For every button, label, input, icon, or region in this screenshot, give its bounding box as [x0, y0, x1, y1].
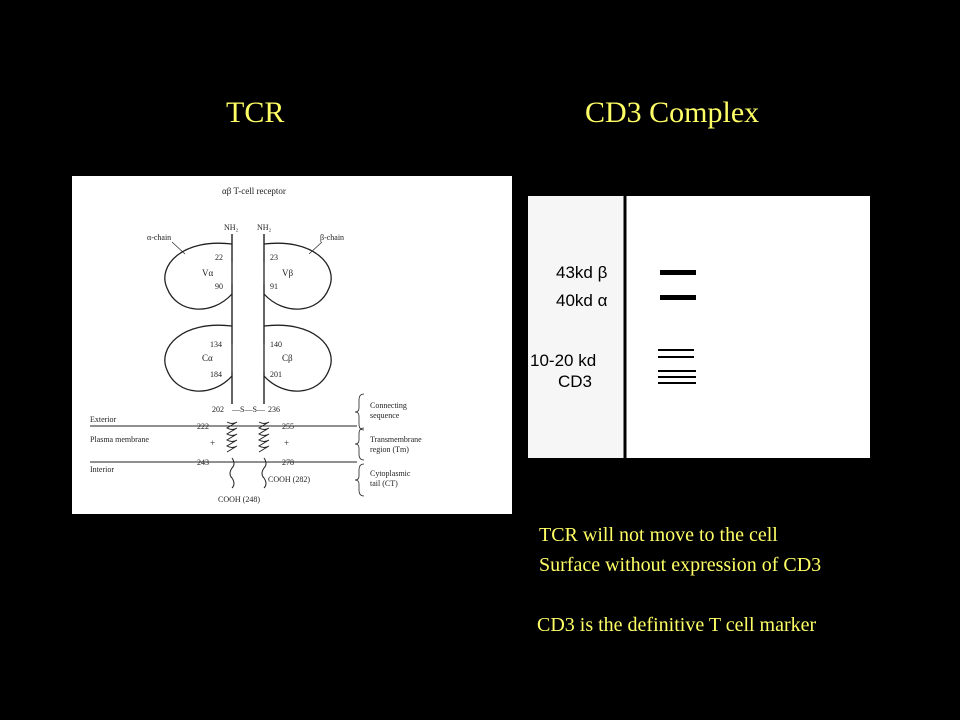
interchain-disulfide: —S—S—: [231, 405, 266, 414]
band-cd3-4: [658, 376, 696, 378]
band-43kd-beta: [660, 270, 696, 275]
band-cd3-3: [658, 370, 696, 372]
plus-right: +: [284, 438, 289, 448]
v-beta-domain: [263, 242, 332, 310]
nh2-left: NH₂: [224, 223, 239, 232]
c-beta-domain: [263, 324, 332, 392]
v-beta-label: Vβ: [282, 268, 293, 278]
residue-236: 236: [268, 405, 280, 414]
beta-chain-leader: [308, 241, 323, 255]
residue-201: 201: [270, 370, 282, 379]
beta-tm-coil: [258, 421, 270, 453]
cytoplasmic-label-2: tail (CT): [370, 479, 398, 488]
cytoplasmic-label-1: Cytoplasmic: [370, 469, 411, 478]
label-10-20kd: 10-20 kd: [530, 351, 596, 370]
residue-91: 91: [270, 282, 278, 291]
caption-line-2: Surface without expression of CD3: [539, 554, 822, 576]
residue-202: 202: [212, 405, 224, 414]
connecting-label-1: Connecting: [370, 401, 407, 410]
residue-278: 278: [282, 458, 294, 467]
c-alpha-label: Cα: [202, 353, 213, 363]
exterior-label: Exterior: [90, 415, 117, 424]
c-beta-label: Cβ: [282, 353, 293, 363]
c-alpha-domain: [164, 324, 233, 392]
cd3-band-ladder: [658, 349, 696, 384]
bracket-cytoplasmic: [354, 463, 365, 497]
plasma-membrane-label: Plasma membrane: [90, 435, 149, 444]
v-alpha-domain: [164, 242, 233, 310]
bracket-connecting: [354, 393, 365, 431]
caption-line-1: TCR will not move to the cell: [539, 524, 778, 546]
transmembrane-label-1: Transmembrane: [370, 435, 422, 444]
beta-chain-label: β-chain: [320, 233, 344, 242]
disulfide-marks: [231, 262, 265, 372]
gel-svg: 43kd β 40kd α 10-20 kd CD3: [528, 196, 696, 458]
cooh-248: COOH (248): [218, 495, 260, 504]
connecting-label-2: sequence: [370, 411, 400, 420]
label-43kd-beta: 43kd β: [556, 263, 608, 282]
alpha-tm-coil: [226, 421, 238, 453]
residue-90: 90: [215, 282, 223, 291]
residue-184: 184: [210, 370, 222, 379]
title-tcr: TCR: [226, 96, 285, 129]
caption-cd3-marker: CD3 is the definitive T cell marker: [537, 614, 817, 636]
residue-243: 243: [197, 458, 209, 467]
plus-left: +: [210, 438, 215, 448]
alpha-chain-leader: [171, 241, 186, 255]
band-cd3-5: [658, 382, 696, 384]
transmembrane-label-2: region (Tm): [370, 445, 409, 454]
interior-label: Interior: [90, 465, 114, 474]
bracket-transmembrane: [354, 427, 365, 461]
cooh-282: COOH (282): [268, 475, 310, 484]
tcr-diagram-svg: αβ T-cell receptor α-chain β-chain NH₂ N…: [90, 186, 422, 504]
diagram-heading: αβ T-cell receptor: [222, 186, 286, 196]
residue-255: 255: [282, 422, 294, 431]
v-alpha-label: Vα: [202, 268, 213, 278]
nh2-right: NH₂: [257, 223, 272, 232]
cd3-gel-image: 43kd β 40kd α 10-20 kd CD3: [528, 196, 870, 458]
residue-23: 23: [270, 253, 278, 262]
band-cd3-2: [658, 356, 694, 358]
residue-22: 22: [215, 253, 223, 262]
residue-140: 140: [270, 340, 282, 349]
band-40kd-alpha: [660, 295, 696, 300]
title-cd3-complex: CD3 Complex: [585, 96, 760, 129]
residue-134: 134: [210, 340, 222, 349]
tcr-structure-diagram: αβ T-cell receptor α-chain β-chain NH₂ N…: [72, 176, 512, 514]
band-cd3-1: [658, 349, 694, 351]
alpha-tail: [229, 457, 235, 489]
alpha-chain-label: α-chain: [147, 233, 171, 242]
residue-222: 222: [197, 422, 209, 431]
gel-marker-lane: [528, 196, 624, 458]
label-40kd-alpha: 40kd α: [556, 291, 608, 310]
beta-tail: [261, 457, 267, 489]
label-cd3: CD3: [558, 372, 592, 391]
